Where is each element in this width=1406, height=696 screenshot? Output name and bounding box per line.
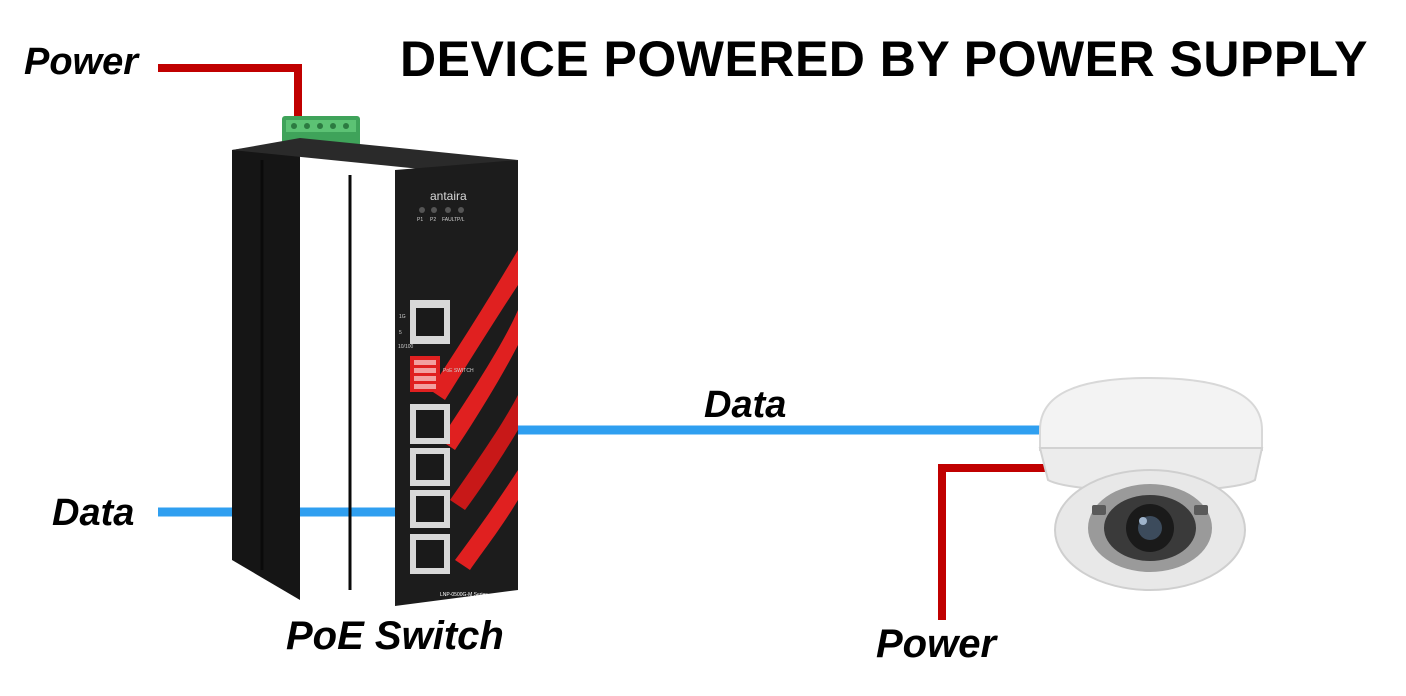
- poe-port-1: [410, 404, 450, 444]
- led-label-pl: P/L: [457, 217, 465, 223]
- dip-switch: PoE SWITCH: [410, 356, 474, 392]
- power-line-switch: [158, 64, 302, 118]
- label-data-camera: Data: [704, 384, 787, 426]
- port-label-5: 5: [399, 330, 402, 336]
- port-label-1g: 1G: [399, 314, 406, 320]
- dip-switch-label: PoE SWITCH: [443, 368, 474, 374]
- switch-model-text: LNP-0500G-M Series: [440, 592, 488, 598]
- switch-brand-text: antaira: [430, 189, 467, 203]
- label-poe-switch: PoE Switch: [286, 614, 504, 658]
- dome-camera: [1038, 376, 1264, 591]
- led-label-p1: P1: [417, 217, 423, 223]
- label-power-switch: Power: [24, 41, 139, 83]
- poe-port-2: [410, 448, 450, 486]
- led-label-fault: FAULT: [442, 217, 457, 223]
- led-label-p2: P2: [430, 217, 436, 223]
- power-line-camera: [938, 464, 1050, 620]
- diagram-title: DEVICE POWERED BY POWER SUPPLY: [400, 31, 1368, 87]
- label-data-uplink: Data: [52, 492, 135, 534]
- poe-switch-device: antaira P1 P2 FAULT P/L 1G 5 10/100 PoE …: [232, 116, 518, 606]
- poe-port-4: [410, 534, 450, 574]
- uplink-port: [410, 300, 450, 344]
- port-label-10-100: 10/100: [398, 344, 414, 350]
- poe-port-3: [410, 490, 450, 528]
- label-power-camera: Power: [876, 622, 997, 666]
